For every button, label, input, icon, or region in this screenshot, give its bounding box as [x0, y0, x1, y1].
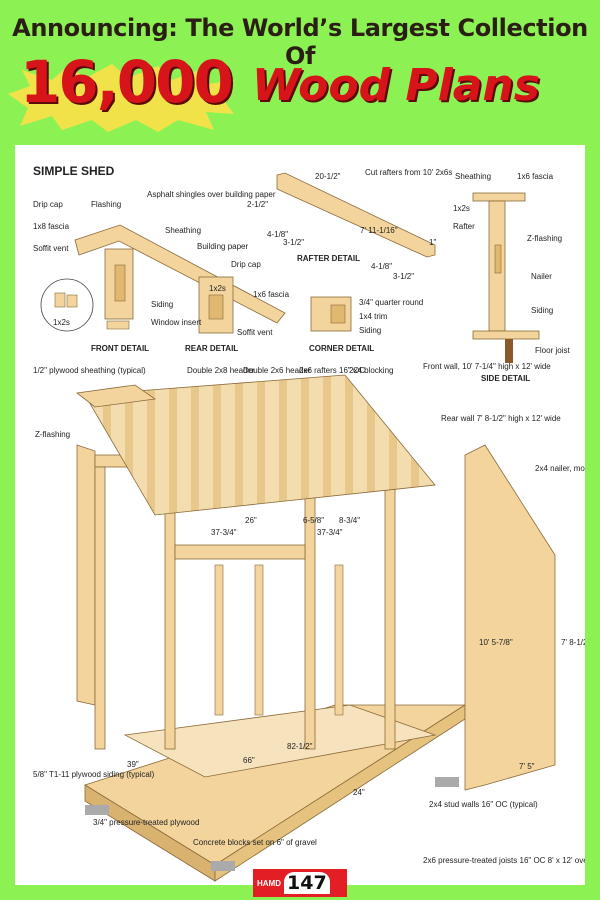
badge-number: 147	[284, 872, 330, 894]
label-side-rafter: Rafter	[453, 222, 475, 231]
label-side-1x6-fascia: 1x6 fascia	[517, 172, 554, 181]
label-front-wall: Front wall, 10' 7-1/4" high x 12' wide	[423, 362, 551, 371]
label-t1-11-siding: 5/8" T1-11 plywood siding (typical)	[33, 770, 155, 779]
side-detail-figure	[472, 192, 540, 363]
label-side-floor-joist: Floor joist	[535, 346, 570, 355]
rafter-dim-2: 2-1/2"	[247, 200, 268, 209]
dimension-label: 8-3/4"	[339, 516, 360, 525]
side-detail-caption: SIDE DETAIL	[481, 374, 530, 383]
starburst-highlight	[8, 64, 234, 132]
label-sheathing: Sheathing	[165, 226, 201, 235]
dimension-label: 26"	[245, 516, 257, 525]
label-z-flashing: Z-flashing	[35, 430, 70, 439]
label-1x4-trim: 1x4 trim	[359, 312, 388, 321]
label-side-nailer: Nailer	[531, 272, 552, 281]
rafter-dim-7: 4-1/8"	[371, 262, 392, 271]
label-stud-walls: 2x4 stud walls 16" OC (typical)	[429, 800, 538, 809]
corner-detail-figure	[310, 296, 352, 332]
big-title: Wood Plans	[252, 60, 540, 111]
rafter-dim-8: 3-1/2"	[393, 272, 414, 281]
badge-hamd-147: HAMD 147	[253, 869, 347, 897]
label-quarter-round: 3/4" quarter round	[359, 298, 423, 307]
label-asphalt-shingles: Asphalt shingles over building paper	[147, 190, 276, 199]
label-pt-plywood: 3/4" pressure-treated plywood	[93, 818, 199, 827]
label-double-2x8-header: Double 2x8 header	[187, 366, 255, 375]
label-soffit-vent: Soffit vent	[33, 244, 69, 253]
label-side-z-flashing: Z-flashing	[527, 234, 562, 243]
rafter-detail-caption: RAFTER DETAIL	[297, 254, 360, 263]
label-nailer: 2x4 nailer, mortised into studs	[535, 464, 585, 473]
label-rafters: 2x6 rafters 16" OC	[299, 366, 365, 375]
dimension-label: 82-1/2"	[287, 742, 313, 751]
shed-frame-figure	[76, 374, 556, 882]
front-detail-caption: FRONT DETAIL	[91, 344, 149, 353]
label-concrete-blocks: Concrete blocks set on 6" of gravel	[193, 838, 317, 847]
rafter-dim-3: 4-1/8"	[267, 230, 288, 239]
rafter-detail-figure	[276, 172, 436, 258]
label-blocking: 2x4 blocking	[349, 366, 393, 375]
rafter-dim-5: 7' 11-1/16"	[360, 226, 398, 235]
label-window-insert: Window insert	[151, 318, 202, 327]
dimension-label: 10' 5-7/8"	[479, 638, 513, 647]
shed-plan-drawing: SIMPLE SHED Drip cap Flashing Asphalt sh…	[15, 145, 585, 885]
label-corner-siding: Siding	[359, 326, 381, 335]
dimension-label: 37-3/4"	[211, 528, 237, 537]
headline: Announcing: The World’s Largest Collecti…	[12, 14, 588, 70]
dimension-label: 37-3/4"	[317, 528, 343, 537]
dimension-label: 24"	[353, 788, 365, 797]
label-rear-drip-cap: Drip cap	[231, 260, 261, 269]
label-drip-cap: Drip cap	[33, 200, 63, 209]
label-rear-1x6-fascia: 1x6 fascia	[253, 290, 290, 299]
rafter-dim-4: 3-1/2"	[283, 238, 304, 247]
dimension-label: 39"	[127, 760, 139, 769]
label-side-siding: Siding	[531, 306, 553, 315]
shed-plan-svg: SIMPLE SHED Drip cap Flashing Asphalt sh…	[33, 164, 585, 882]
label-pt-joists: 2x6 pressure-treated joists 16" OC 8' x …	[423, 856, 585, 865]
label-rear-1x2s: 1x2s	[209, 284, 226, 293]
label-flashing: Flashing	[91, 200, 121, 209]
drawing-title: SIMPLE SHED	[33, 164, 115, 178]
dimension-label: 7' 5"	[519, 762, 535, 771]
dimension-label: 66"	[243, 756, 255, 765]
label-1x2s: 1x2s	[53, 318, 70, 327]
label-plywood-sheathing: 1/2" plywood sheathing (typical)	[33, 366, 146, 375]
label-rear-wall: Rear wall 7' 8-1/2" high x 12' wide	[441, 414, 561, 423]
dimension-label: 7' 8-1/2"	[561, 638, 585, 647]
label-side-sheathing: Sheathing	[455, 172, 491, 181]
dimension-label: 6-5/8"	[303, 516, 324, 525]
label-rear-soffit-vent: Soffit vent	[237, 328, 273, 337]
label-1x8-fascia: 1x8 fascia	[33, 222, 70, 231]
badge-prefix: HAMD	[257, 878, 281, 888]
rear-detail-caption: REAR DETAIL	[185, 344, 238, 353]
label-building-paper: Building paper	[197, 242, 248, 251]
rafter-dim-1: 20-1/2"	[315, 172, 341, 181]
label-double-2x6-header: Double 2x6 header	[243, 366, 311, 375]
label-side-1x2s: 1x2s	[453, 204, 470, 213]
big-number: 16,000	[20, 48, 234, 116]
front-detail-figure	[40, 224, 286, 334]
rafter-note: Cut rafters from 10' 2x6s	[365, 168, 452, 177]
corner-detail-caption: CORNER DETAIL	[309, 344, 374, 353]
label-siding: Siding	[151, 300, 173, 309]
rafter-dim-6: 1"	[429, 238, 436, 247]
